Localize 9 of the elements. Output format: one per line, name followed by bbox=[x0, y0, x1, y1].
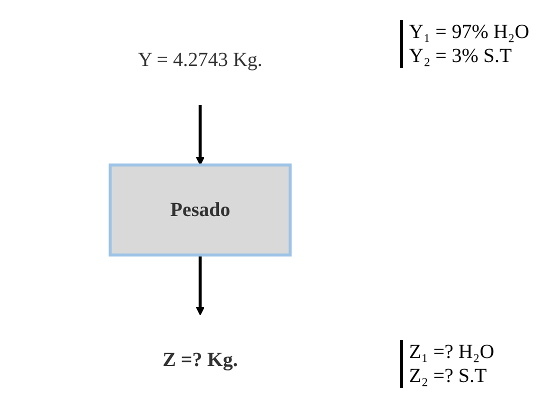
node-box: Pesado bbox=[108, 163, 292, 256]
composition-label: Z₂ =? S.T bbox=[409, 364, 488, 388]
arrow bbox=[196, 254, 204, 315]
node-text: Y = 4.2743 Kg. bbox=[138, 48, 262, 70]
composition-label: Y₁ = 97% H₂O bbox=[409, 20, 530, 44]
arrow bbox=[196, 104, 204, 165]
composition-label: Z₁ =? H₂O bbox=[409, 340, 494, 364]
node-text: Z =? Kg. bbox=[162, 348, 238, 370]
composition-label: Y₂ = 3% S.T bbox=[409, 44, 513, 68]
